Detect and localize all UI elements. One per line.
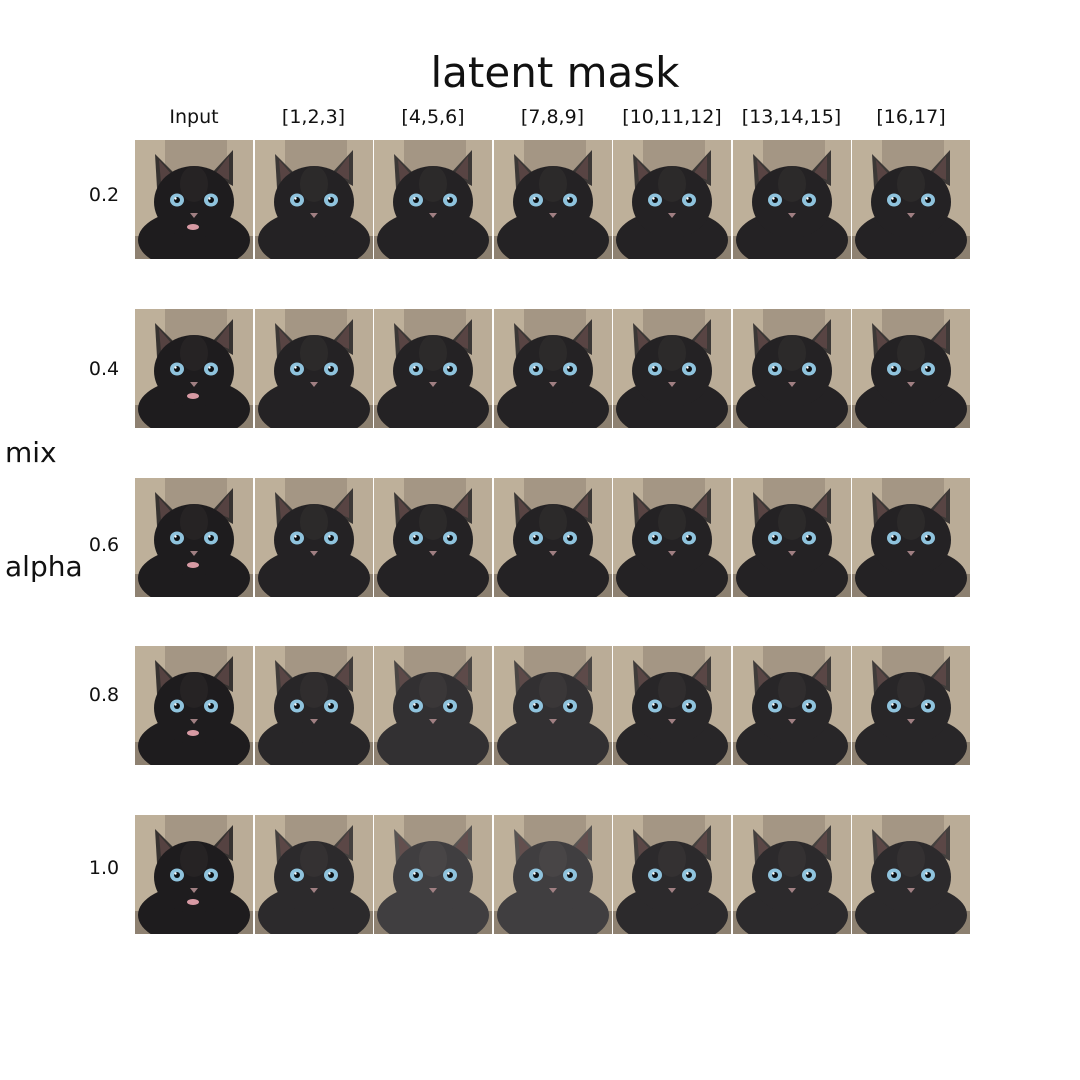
mixed-kitten-image [493, 140, 612, 259]
column-header: [4,5,6] [401, 106, 465, 128]
column-header: [7,8,9] [520, 106, 585, 128]
mixed-kitten-image [374, 478, 492, 597]
column-header: [13,14,15] [741, 106, 842, 128]
mixed-kitten-image [852, 478, 970, 597]
mixed-kitten-image [852, 309, 970, 428]
mixed-kitten-image [254, 646, 373, 765]
mixed-kitten-image [493, 646, 612, 765]
input-kitten-image [135, 309, 253, 428]
input-kitten-image [135, 140, 253, 259]
mixed-kitten-image [732, 140, 851, 259]
mixed-kitten-image [493, 309, 612, 428]
mixed-kitten-image [732, 309, 851, 428]
row-label: 0.6 [88, 534, 120, 556]
input-kitten-image [135, 815, 253, 934]
row-label: 0.4 [88, 358, 120, 380]
mixed-kitten-image [374, 646, 492, 765]
row-label: 0.2 [88, 184, 120, 206]
mixed-kitten-image [254, 815, 373, 934]
mixed-kitten-image [852, 646, 970, 765]
mixed-kitten-image [613, 140, 731, 259]
column-header: [10,11,12] [622, 106, 722, 128]
mixed-kitten-image [732, 646, 851, 765]
mixed-kitten-image [613, 646, 731, 765]
mixed-kitten-image [613, 478, 731, 597]
input-kitten-image [135, 646, 253, 765]
figure-title: latent mask [430, 48, 680, 97]
column-header: Input [169, 106, 219, 128]
mixed-kitten-image [374, 815, 492, 934]
mixed-kitten-image [852, 815, 970, 934]
mixed-kitten-image [732, 815, 851, 934]
mixed-kitten-image [613, 309, 731, 428]
mixed-kitten-image [613, 815, 731, 934]
mixed-kitten-image [254, 478, 373, 597]
mixed-kitten-image [493, 815, 612, 934]
input-kitten-image [135, 478, 253, 597]
mixed-kitten-image [374, 140, 492, 259]
mixed-kitten-image [493, 478, 612, 597]
row-label: 0.8 [88, 684, 120, 706]
mixed-kitten-image [254, 309, 373, 428]
column-header: [1,2,3] [281, 106, 346, 128]
mixed-kitten-image [254, 140, 373, 259]
mixed-kitten-image [852, 140, 970, 259]
y-axis-label-mix: mix [5, 436, 57, 469]
y-axis-label-alpha: alpha [5, 550, 83, 583]
column-header: [16,17] [876, 106, 946, 128]
row-label: 1.0 [88, 857, 120, 879]
mixed-kitten-image [374, 309, 492, 428]
mixed-kitten-image [732, 478, 851, 597]
